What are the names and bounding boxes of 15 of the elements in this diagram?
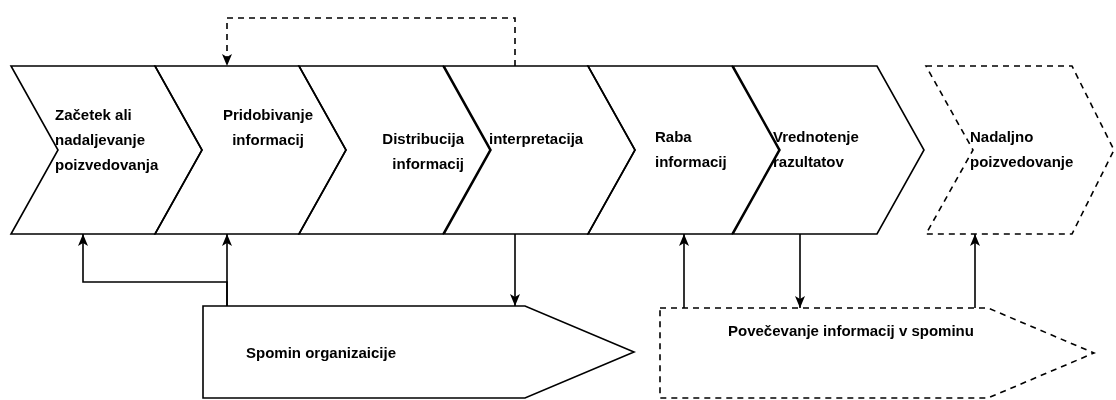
step-label: Začetek ali nadaljevanje poizvedovanja	[55, 105, 160, 175]
step-label: Vrednotenje razultatov	[773, 127, 860, 172]
step-label: Nadaljno poizvedovanje	[970, 127, 1075, 172]
arrow	[510, 233, 520, 307]
step-label: Spomin organizaicije	[246, 343, 398, 363]
step-label: Distribucija informacij	[381, 129, 464, 174]
step-label: Raba informacij	[655, 127, 728, 172]
dashed-arrow	[222, 17, 516, 67]
step-label: interpretacija	[489, 129, 585, 149]
arrow	[970, 233, 980, 309]
arrow	[795, 233, 805, 309]
arrow	[679, 233, 689, 309]
step-label: Povečevanje informacij v spominu	[728, 321, 975, 341]
arrow	[78, 233, 228, 307]
step-label: Pridobivanje informacij	[222, 105, 314, 150]
